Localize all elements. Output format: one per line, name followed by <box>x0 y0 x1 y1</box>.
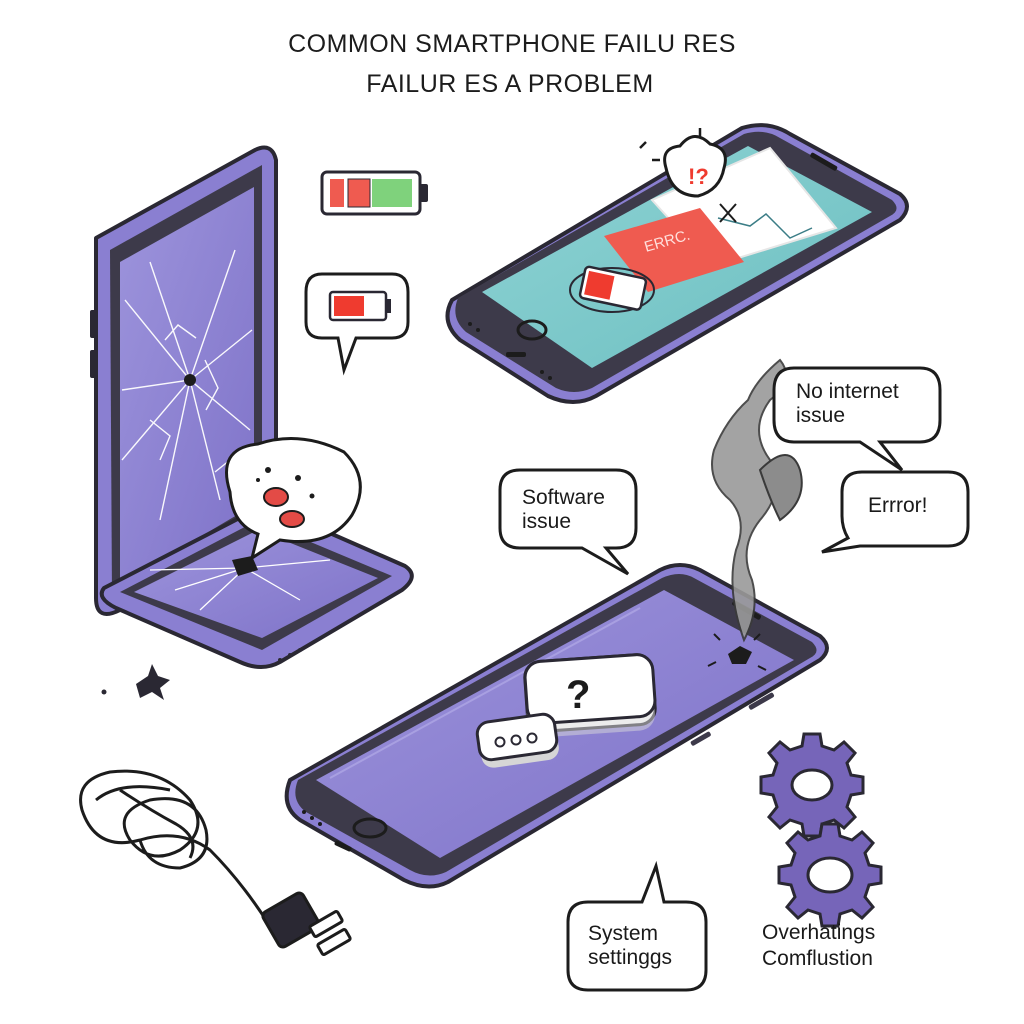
svg-text:!?: !? <box>688 164 709 189</box>
gear-icon <box>759 732 883 928</box>
smoke-icon <box>711 358 803 643</box>
page-subtitle: FAILUR ES A PROBLEM <box>366 70 654 98</box>
no-internet-bubble <box>772 366 942 472</box>
cracked-phone-icon <box>90 145 414 700</box>
dots-box-icon <box>475 712 559 768</box>
cable-icon <box>79 769 352 956</box>
overheating-label: Overhatings Comflustion <box>762 921 876 970</box>
sad-face-bubble-icon <box>225 437 362 562</box>
software-bubble <box>498 468 638 576</box>
error-bubble <box>821 470 970 554</box>
error-label: Errror! <box>868 494 928 517</box>
system-settings-label: System settinggs <box>588 922 673 969</box>
software-issue-label: Software issue <box>522 486 605 533</box>
svg-text:?: ? <box>566 673 590 717</box>
system-bubble <box>566 860 708 992</box>
error-phone-icon: ERRC. !? <box>445 123 909 404</box>
battery-half-icon <box>320 170 428 216</box>
battery-low-icon <box>304 272 410 376</box>
no-internet-label: No internet issue <box>796 380 899 427</box>
page-title: COMMON SMARTPHONE FAILU RES <box>288 30 736 58</box>
question-box-icon: ? <box>523 653 657 738</box>
